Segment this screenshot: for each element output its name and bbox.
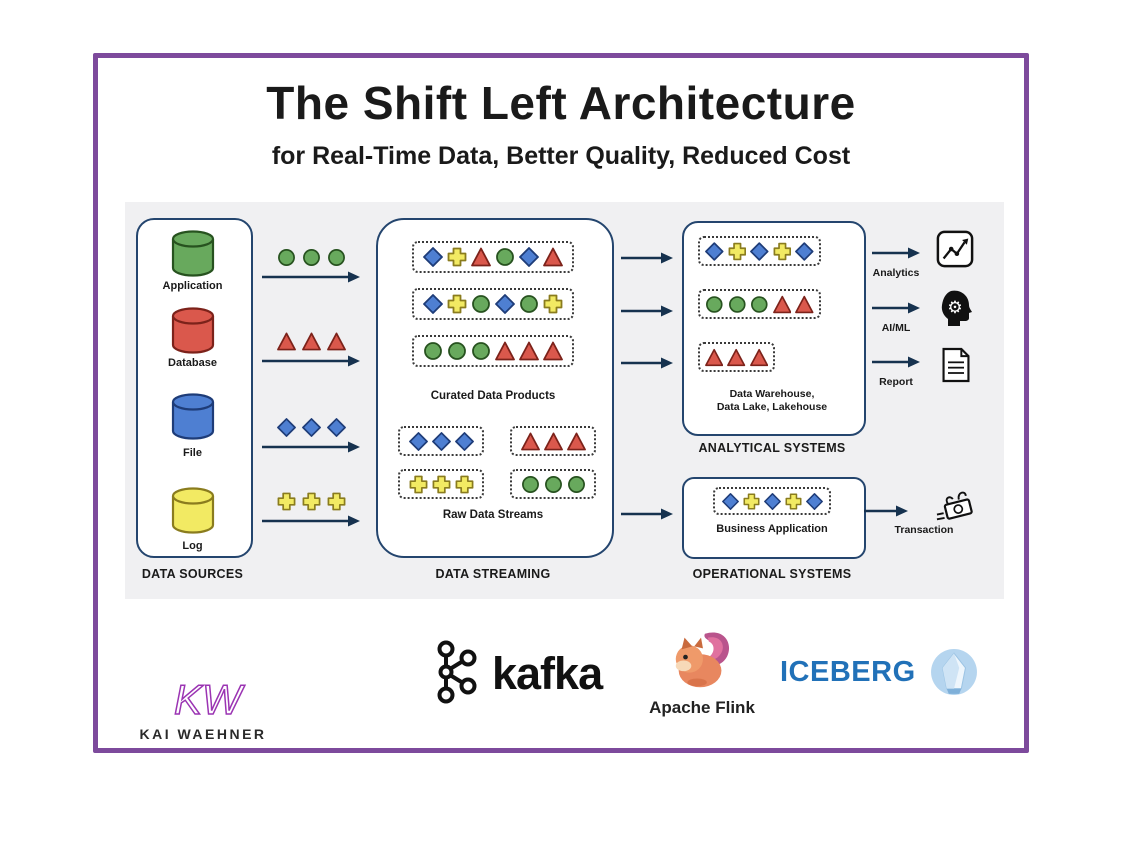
iceberg-logo-icon — [930, 648, 978, 696]
analytical-row-2 — [698, 289, 821, 319]
kafka-logo-icon — [426, 640, 482, 704]
stream-diamonds-arrow — [262, 440, 360, 454]
data-streaming-section-label: DATA STREAMING — [435, 567, 551, 581]
stream-triangles-arrow — [262, 354, 360, 368]
file-cylinder-icon — [170, 392, 216, 442]
log-label: Log — [182, 540, 203, 552]
analytics-label: Analytics — [872, 267, 920, 279]
page-title: The Shift Left Architecture — [266, 77, 856, 129]
transaction-label: Transaction — [894, 524, 954, 536]
curated-data-products-label: Curated Data Products — [430, 390, 556, 402]
data-warehouse-label: Data Warehouse, Data Lake, Lakehouse — [682, 388, 862, 414]
application-cylinder-icon — [170, 229, 216, 279]
curated-row-1 — [412, 241, 574, 273]
ai-ml-label: AI/ML — [881, 322, 911, 334]
to-analytical-arrow-2 — [621, 304, 673, 318]
svg-text:⚙: ⚙ — [947, 298, 962, 318]
transaction-money-icon — [936, 486, 978, 526]
page-subtitle: for Real-Time Data, Better Quality, Redu… — [271, 142, 851, 170]
kafka-wordmark: kafka — [492, 648, 603, 699]
data-warehouse-label-line2: Data Lake, Lakehouse — [716, 401, 828, 414]
database-label: Database — [168, 357, 217, 369]
flink-squirrel-icon — [668, 626, 736, 694]
analytical-row-1 — [698, 236, 821, 266]
apache-flink-wordmark: Apache Flink — [649, 698, 755, 717]
iceberg-wordmark: ICEBERG — [780, 656, 916, 688]
raw-box-triangles — [510, 426, 596, 456]
to-analytical-arrow-1 — [621, 251, 673, 265]
business-application-row — [713, 487, 831, 515]
kai-waehner-brand: KAI WAEHNER — [139, 726, 267, 742]
stream-circles — [262, 248, 360, 267]
kw-logo-icon: KW — [158, 676, 250, 724]
analytics-chart-icon — [936, 230, 974, 268]
data-sources-section-label: DATA SOURCES — [141, 567, 244, 581]
file-label: File — [183, 447, 202, 459]
to-operational-arrow — [621, 507, 673, 521]
raw-box-circles — [510, 469, 596, 499]
analytics-arrow — [872, 246, 920, 260]
database-cylinder-icon — [170, 306, 216, 356]
kw-monogram-text: KW — [174, 676, 245, 723]
raw-box-diamonds — [398, 426, 484, 456]
to-analytical-arrow-3 — [621, 356, 673, 370]
data-warehouse-label-line1: Data Warehouse, — [729, 388, 815, 400]
stream-circles-arrow — [262, 270, 360, 284]
report-arrow — [872, 355, 920, 369]
transaction-arrow — [864, 504, 908, 518]
stream-crosses — [262, 492, 360, 511]
ai-ml-arrow — [872, 301, 920, 315]
raw-box-crosses — [398, 469, 484, 499]
business-application-label: Business Application — [716, 523, 828, 535]
operational-systems-section-label: OPERATIONAL SYSTEMS — [692, 567, 852, 581]
analytical-systems-section-label: ANALYTICAL SYSTEMS — [698, 441, 846, 455]
raw-data-streams-label: Raw Data Streams — [442, 509, 544, 521]
log-cylinder-icon — [170, 486, 216, 536]
report-label: Report — [879, 376, 913, 388]
report-document-icon — [940, 346, 972, 384]
application-label: Application — [162, 280, 223, 292]
stream-diamonds — [262, 418, 360, 437]
stream-crosses-arrow — [262, 514, 360, 528]
curated-row-3 — [412, 335, 574, 367]
data-streaming-box — [376, 218, 614, 558]
ai-ml-head-icon: ⚙ — [936, 288, 976, 328]
stream-triangles — [262, 332, 360, 351]
curated-row-2 — [412, 288, 574, 320]
analytical-row-3 — [698, 342, 775, 372]
